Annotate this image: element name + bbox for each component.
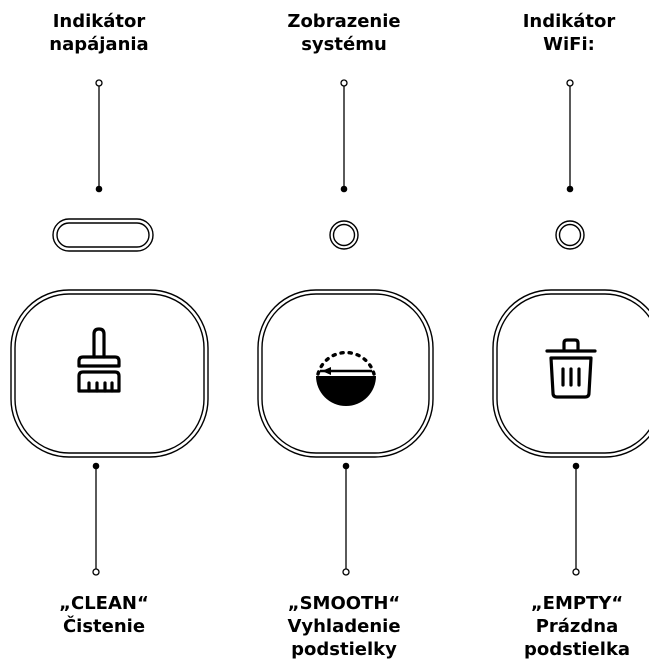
smooth-label: „SMOOTH“ Vyhladenie podstielky — [234, 592, 454, 661]
wifi-indicator-label-line2: WiFi: — [543, 34, 595, 55]
system-display-label: Zobrazenie systému — [234, 10, 454, 56]
system-display-light — [329, 220, 359, 250]
smooth-label-line2: Vyhladenie — [287, 616, 401, 637]
smooth-button[interactable] — [257, 289, 434, 458]
smooth-label-line3: podstielky — [291, 639, 397, 660]
clean-button-leader — [92, 462, 100, 576]
wifi-indicator-leader — [566, 79, 574, 193]
power-indicator-label-line2: napájania — [49, 34, 149, 55]
clean-label: „CLEAN“ Čistenie — [0, 592, 214, 638]
system-display-label-line1: Zobrazenie — [287, 11, 401, 32]
system-display-label-line2: systému — [301, 34, 387, 55]
power-indicator-leader — [95, 79, 103, 193]
power-indicator-label-line1: Indikátor — [52, 11, 146, 32]
smooth-label-line1: „SMOOTH“ — [287, 593, 401, 614]
smooth-button-leader — [342, 462, 350, 576]
empty-label-line3: podstielka — [523, 639, 631, 660]
wifi-indicator-label-line1: Indikátor — [522, 11, 616, 32]
clean-button[interactable] — [10, 289, 209, 458]
empty-label-line2: Prázdna — [535, 616, 619, 637]
empty-button-leader — [572, 462, 580, 576]
trash-can-icon — [545, 338, 597, 399]
broom-icon — [77, 327, 121, 393]
half-bowl-icon — [316, 350, 376, 406]
empty-button[interactable] — [492, 289, 649, 458]
empty-label-line1: „EMPTY“ — [530, 593, 624, 614]
system-display-leader — [340, 79, 348, 193]
empty-label: „EMPTY“ Prázdna podstielka — [467, 592, 649, 661]
power-indicator-label: Indikátor napájania — [0, 10, 209, 56]
wifi-indicator-label: Indikátor WiFi: — [459, 10, 649, 56]
clean-label-line1: „CLEAN“ — [59, 593, 149, 614]
power-indicator-light — [52, 218, 154, 252]
clean-label-line2: Čistenie — [62, 616, 146, 637]
wifi-indicator-light — [555, 220, 585, 250]
